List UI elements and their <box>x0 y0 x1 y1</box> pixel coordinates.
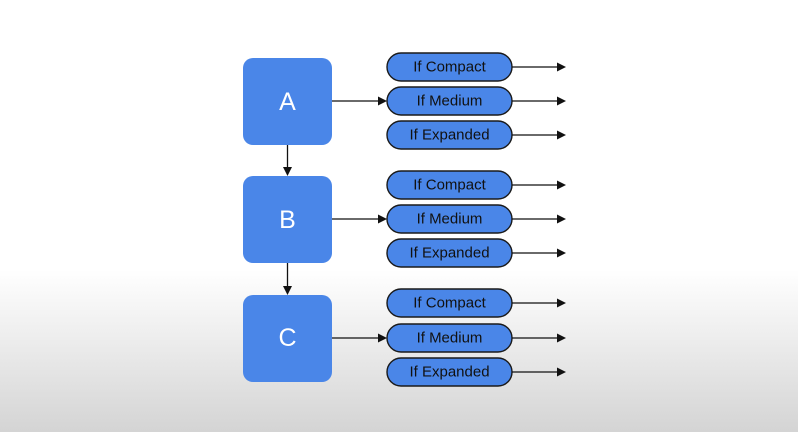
node-c-expanded-out-arrowhead <box>557 367 566 377</box>
node-c-box <box>243 295 332 382</box>
node-b-expanded-label: If Expanded <box>409 245 489 262</box>
node-c-medium-label: If Medium <box>417 330 483 347</box>
node-a-compact-out-arrowhead <box>557 62 566 72</box>
node-a-compact-label: If Compact <box>413 59 486 76</box>
node-c-branches: If Compact If Medium If Expanded <box>386 288 566 387</box>
node-c-expanded-label: If Expanded <box>409 364 489 381</box>
node-a-branches: If Compact If Medium If Expanded <box>386 52 566 150</box>
node-a-medium-out-arrowhead <box>557 96 566 106</box>
node-a-expanded-out-arrowhead <box>557 130 566 140</box>
node-a-medium-label: If Medium <box>417 93 483 110</box>
edge-b-to-medium-arrowhead <box>378 214 387 224</box>
node-b-branches: If Compact If Medium If Expanded <box>386 170 566 268</box>
node-c-compact-label: If Compact <box>413 295 486 312</box>
edge-c-to-medium-arrowhead <box>378 333 387 343</box>
node-a: A <box>243 58 332 145</box>
edge-a-to-medium-arrowhead <box>378 96 387 106</box>
node-c-compact-out-arrowhead <box>557 298 566 308</box>
node-c-label: C <box>278 324 296 352</box>
node-b-compact-label: If Compact <box>413 177 486 194</box>
node-b-label: B <box>279 206 296 234</box>
node-b-medium-out-arrowhead <box>557 214 566 224</box>
node-b-expanded-out-arrowhead <box>557 248 566 258</box>
edge-a-to-b-arrowhead <box>283 167 292 176</box>
node-a-label: A <box>279 88 296 116</box>
node-b: B <box>243 176 332 263</box>
node-b-box <box>243 176 332 263</box>
node-c-medium-out-arrowhead <box>557 333 566 343</box>
edge-b-to-c-arrowhead <box>283 286 292 295</box>
node-c: C <box>243 295 332 382</box>
node-b-compact-out-arrowhead <box>557 180 566 190</box>
node-b-medium-label: If Medium <box>417 211 483 228</box>
node-a-expanded-label: If Expanded <box>409 127 489 144</box>
node-a-box <box>243 58 332 145</box>
